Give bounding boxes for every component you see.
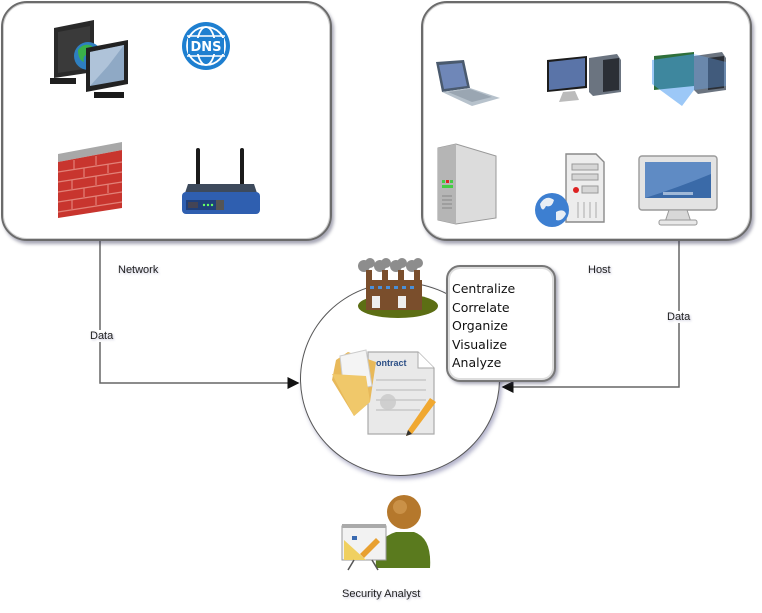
network-computers-icon bbox=[50, 20, 128, 98]
desktop-computer-icon bbox=[547, 54, 621, 102]
dns-text: DNS bbox=[190, 40, 221, 55]
network-to-hub-edge bbox=[99, 238, 300, 389]
function-item: Centralize bbox=[452, 281, 516, 296]
processing-functions-list: Centralize Correlate Organize Visualize … bbox=[452, 280, 515, 373]
processing-functions-box: Centralize Correlate Organize Visualize … bbox=[446, 265, 556, 382]
firewall-icon bbox=[57, 142, 123, 218]
function-item: Correlate bbox=[452, 299, 510, 315]
web-server-icon bbox=[535, 153, 605, 227]
function-item: Analyze bbox=[452, 355, 502, 370]
factory-icon bbox=[358, 258, 438, 318]
security-analyst-label: Security Analyst bbox=[342, 588, 421, 600]
host-edge-label: Data bbox=[666, 311, 692, 323]
host-label: Host bbox=[588, 264, 611, 276]
host-to-hub-edge bbox=[501, 238, 680, 393]
imac-monitor-icon bbox=[638, 155, 718, 226]
network-label: Network bbox=[118, 264, 159, 276]
contract-text: ontract bbox=[376, 358, 407, 368]
function-item: Visualize bbox=[452, 336, 508, 352]
function-item: Organize bbox=[452, 318, 508, 333]
wireless-router-icon bbox=[182, 148, 260, 214]
network-edge-label: Data bbox=[89, 330, 115, 342]
dns-icon: DNS bbox=[182, 22, 230, 70]
tower-server-icon bbox=[437, 143, 497, 225]
security-analyst-icon bbox=[341, 495, 431, 571]
laptop-icon bbox=[436, 60, 500, 106]
contract-document-icon: ontract bbox=[332, 349, 436, 436]
virtual-machine-icon bbox=[652, 52, 726, 106]
